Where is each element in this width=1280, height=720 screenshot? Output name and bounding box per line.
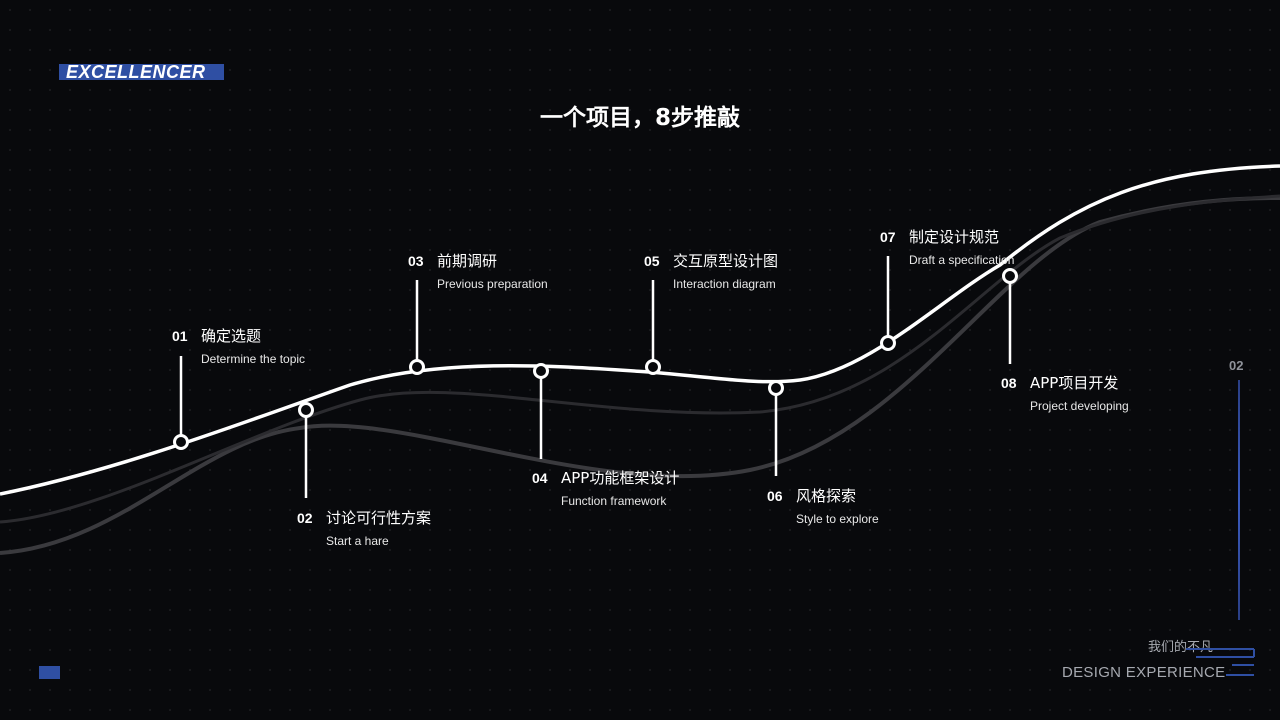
step-title-cn: 风格探索	[796, 487, 857, 505]
background-curve-inner	[0, 194, 1280, 524]
step-title-cn: 制定设计规范	[909, 228, 1000, 246]
step-title-cn: APP项目开发	[1030, 374, 1119, 392]
step-title-en: Determine the topic	[201, 352, 306, 366]
brand-banner	[59, 64, 224, 80]
step-title-cn: 前期调研	[437, 252, 498, 270]
step-number: 01	[172, 328, 188, 344]
step-01-node	[173, 434, 189, 450]
step-title-en: Previous preparation	[437, 277, 548, 291]
step-number: 06	[767, 488, 783, 504]
step-06-node	[768, 380, 784, 396]
decorative-blue-square	[39, 666, 60, 679]
footer-tagline-cn: 我们的不凡	[1148, 640, 1214, 655]
step-03-node	[409, 359, 425, 375]
step-title-en: Style to explore	[796, 512, 879, 526]
step-02-node	[298, 402, 314, 418]
decorative-bracket-lines	[1186, 648, 1255, 676]
step-title-cn: APP功能框架设计	[561, 469, 680, 487]
step-07-node	[880, 335, 896, 351]
step-title-en: Function framework	[561, 494, 667, 508]
step-title-cn: 交互原型设计图	[673, 252, 779, 270]
step-number: 04	[532, 470, 548, 486]
step-05-node	[645, 359, 661, 375]
step-number: 03	[408, 253, 424, 269]
decorative-vertical-line	[1238, 380, 1240, 620]
step-title-cn: 确定选题	[201, 327, 262, 345]
step-number: 08	[1001, 375, 1017, 391]
step-number: 07	[880, 229, 896, 245]
footer-tagline-en: DESIGN EXPERIENCE	[1062, 664, 1226, 681]
step-title-en: Project developing	[1030, 399, 1129, 413]
step-number: 02	[297, 510, 313, 526]
step-title-cn: 讨论可行性方案	[326, 509, 432, 527]
step-04-node	[533, 363, 549, 379]
step-title-en: Interaction diagram	[673, 277, 776, 291]
page-number: 02	[1229, 358, 1244, 373]
slide-title: 一个项目，8步推敲	[539, 105, 740, 131]
brand-logo-text: EXCELLENCER	[66, 62, 206, 82]
timeline-curve	[0, 164, 1280, 496]
step-number: 05	[644, 253, 660, 269]
step-title-en: Start a hare	[326, 534, 389, 548]
step-08-node	[1002, 268, 1018, 284]
step-title-en: Draft a specification	[909, 253, 1015, 267]
